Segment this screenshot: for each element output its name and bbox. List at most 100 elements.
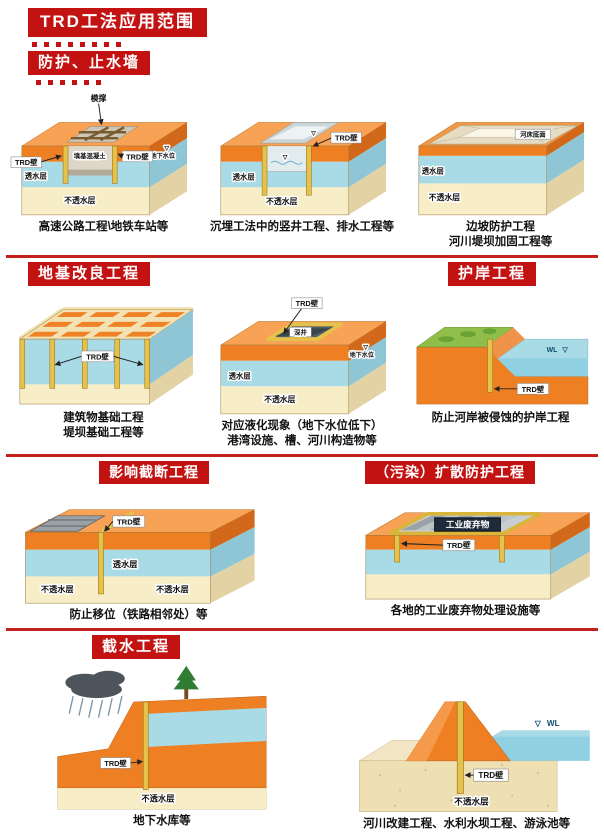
page-title: TRD工法应用范围	[28, 8, 207, 37]
section-divider	[6, 254, 598, 258]
dot	[80, 41, 85, 47]
underground-reservoir-illustration: TRD壁 不透水层	[57, 666, 267, 810]
riverbank	[416, 327, 589, 405]
section-heading-revetment: 护岸工程	[447, 261, 536, 287]
shaft-illustration: ▽ ▽ TRD壁 透水层 不透水层	[219, 122, 387, 216]
section-protection-cutoff-wall: 防护、止水墙	[6, 50, 598, 250]
water	[492, 730, 590, 762]
gravel-dots	[378, 764, 550, 807]
label-box	[290, 297, 322, 310]
soil-block	[219, 321, 387, 415]
section-heading-water-interception: 截水工程	[92, 634, 181, 660]
water-level-symbol: ▽	[562, 347, 569, 354]
dot	[44, 41, 49, 47]
trd-walls	[394, 534, 505, 563]
label-impermeable-layer-right: 不透水层	[156, 584, 189, 594]
label-box	[100, 757, 131, 769]
diagram-dam-cutoff: ▽ WL TRD壁 不透水层 河川改建工程、水利水坝工程、游泳池等	[339, 663, 594, 832]
trd-wall	[487, 338, 493, 393]
dot	[84, 80, 89, 86]
label-box	[442, 538, 476, 551]
label-water-level: WL	[547, 347, 558, 354]
label-permeable-layer: 透水层	[113, 559, 138, 569]
diagram-caption: 边坡防护工程 河川堤坝加固工程等	[448, 221, 553, 248]
dot	[36, 80, 41, 86]
dot	[116, 41, 121, 47]
diagram-caption: 对应液化现象（地下水位低下） 港湾设施、槽、河川构造物等	[221, 419, 383, 447]
braced-excavation-illustration: 模撑 ▽ 地下水位 TRD壁 填基混凝土 TRD壁 透水层 不透水层	[10, 92, 188, 216]
section-water-interception: 截水工程	[6, 634, 598, 832]
dot	[104, 41, 109, 47]
label-groundwater: 地下水位	[151, 152, 175, 160]
label-permeable-layer: 透水层	[422, 167, 445, 176]
section-heading-row: 影响截断工程 （污染）扩散防护工程	[6, 460, 598, 484]
section-heading-influence-cutoff: 影响截断工程	[99, 460, 209, 484]
label-impermeable-layer-left: 不透水层	[41, 584, 74, 594]
label-permeable-layer: 透水层	[228, 372, 251, 381]
label-box	[515, 129, 552, 140]
foundation-grid-illustration: TRD壁	[18, 307, 195, 405]
label-impermeable-layer: 不透水层	[264, 394, 296, 404]
trd-wall	[457, 701, 464, 795]
diagram-row-1: 模撑 ▽ 地下水位 TRD壁 填基混凝土 TRD壁 透水层 不透水层 高速公路工…	[6, 89, 598, 250]
label-impermeable-layer: 不透水层	[141, 794, 174, 804]
groundwater-symbol: ▽	[362, 344, 368, 351]
label-deep-well: 深井	[294, 328, 307, 337]
rain-cloud	[65, 671, 125, 718]
diagram-underground-reservoir: TRD壁 不透水层 地下水库等	[40, 663, 284, 829]
dot	[68, 41, 73, 47]
label-box	[81, 350, 115, 363]
dam-cutoff-illustration: ▽ WL TRD壁 不透水层	[358, 701, 591, 813]
slope-illustration: 河床底面 透水层 不透水层	[418, 122, 586, 216]
diagram-caption: 地下水库等	[133, 815, 191, 828]
page-header: TRD工法应用范围	[6, 8, 598, 47]
diagram-waste-containment: 工业废弃物 TRD壁 各地的工业废弃物处理设施等	[337, 486, 594, 619]
section-heading-row: 地基改良工程 护岸工程	[6, 261, 598, 287]
liquefaction-illustration: 深井 TRD壁 ▽ 地下水位 透水层 不透水层	[219, 297, 387, 415]
section-ground-improvement: 地基改良工程 护岸工程	[6, 261, 598, 449]
label-box	[330, 132, 362, 144]
diagram-caption: 各地的工业废弃物处理设施等	[390, 604, 541, 617]
section-heading-ground-improvement: 地基改良工程	[28, 261, 151, 287]
dot	[72, 80, 77, 86]
rain-streaks	[68, 696, 123, 718]
diagram-caption: 防止河岸被侵蚀的护岸工程	[431, 412, 570, 425]
diagram-slope-protection: 河床底面 透水层 不透水层 边坡防护工程 河川堤坝加固工程等	[407, 89, 594, 250]
label-brace: 模撑	[91, 93, 107, 103]
dot	[96, 80, 101, 86]
label-fill-concrete: 填基混凝土	[74, 151, 107, 160]
dot	[92, 41, 97, 47]
diagram-caption: 河川改建工程、水利水坝工程、游泳池等	[363, 818, 571, 831]
section-heading: 防护、止水墙	[28, 50, 151, 76]
railway-slab	[29, 515, 106, 532]
section-cutoff-and-pollution: 影响截断工程 （污染）扩散防护工程	[6, 460, 598, 623]
label-trd-wall: TRD壁	[447, 540, 471, 550]
label-water-level: WL	[547, 719, 560, 728]
diagram-row-2: TRD壁 建筑物基础工程 堤坝基础工程等	[6, 288, 598, 449]
label-permeable-layer: 透水层	[232, 173, 255, 182]
label-groundwater: 地下水位	[349, 351, 373, 359]
diagram-caption: 沉埋工法中的竖井工程、排水工程等	[210, 221, 394, 234]
section-heading-pollution-diffusion: （污染）扩散防护工程	[365, 460, 535, 484]
diagram-caption: 建筑物基础工程 堤坝基础工程等	[63, 412, 144, 440]
revetment-illustration: WL ▽ TRD壁	[416, 327, 589, 405]
soil-block	[20, 122, 188, 216]
label-box	[288, 327, 312, 338]
label-riverbed-bottom: 河床底面	[520, 130, 546, 139]
diagram-liquefaction: 深井 TRD壁 ▽ 地下水位 透水层 不透水层 对应液化现象（地下水位低下） 港…	[209, 288, 396, 449]
groundwater-symbol: ▽	[163, 145, 169, 152]
diagram-row-4: TRD壁 不透水层 地下水库等	[6, 663, 598, 832]
label-trd-wall: TRD壁	[117, 516, 141, 526]
dot	[56, 41, 61, 47]
label-industrial-waste: 工业废弃物	[446, 518, 490, 529]
label-trd-wall: TRD壁	[295, 299, 318, 308]
label-trd-wall: TRD壁	[86, 352, 109, 361]
trd-wall	[143, 701, 149, 791]
heading-dots	[36, 80, 598, 86]
diagram-foundation-grid: TRD壁 建筑物基础工程 堤坝基础工程等	[10, 288, 197, 441]
water-level-symbol: ▽	[281, 154, 287, 161]
cross-braces	[70, 126, 127, 142]
section-divider	[6, 453, 598, 457]
water-level-symbol: ▽	[310, 130, 316, 137]
